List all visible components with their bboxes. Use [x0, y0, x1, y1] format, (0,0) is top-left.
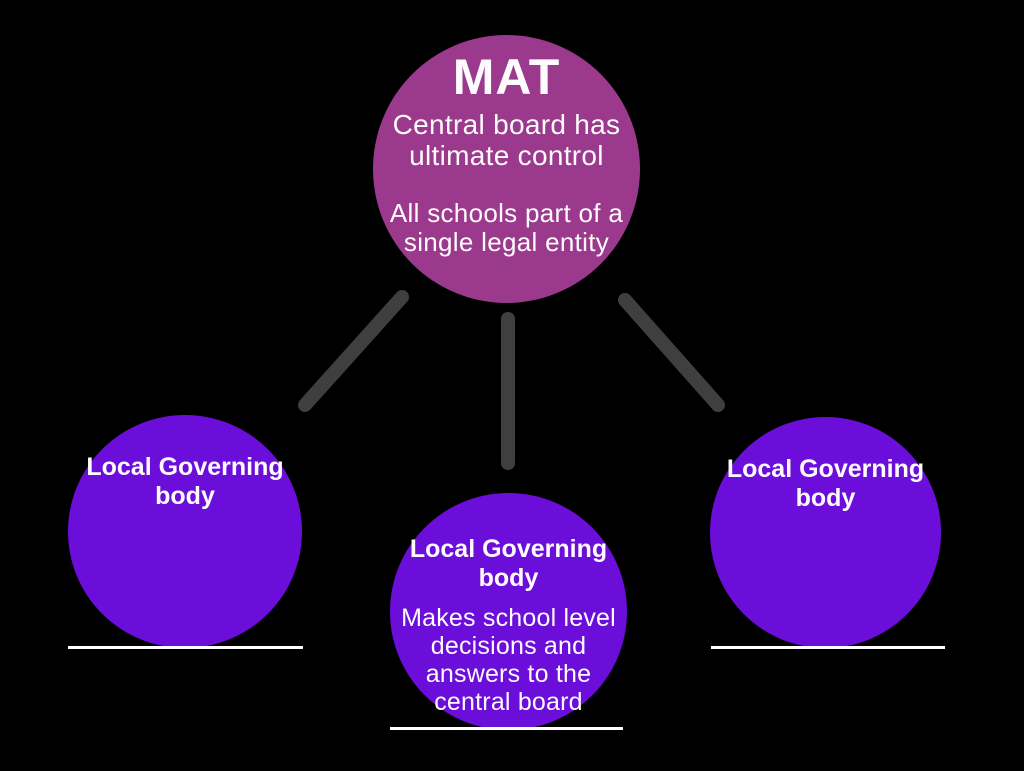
local-governing-body-middle-circle: Local Governing body Makes school level … — [390, 493, 627, 730]
baseline-rule-left — [68, 646, 303, 649]
baseline-rule-middle — [390, 727, 623, 730]
lgb-left-title: Local Governing body — [86, 453, 284, 510]
lgb-middle-title: Local Governing body — [409, 535, 608, 592]
connector-line-right — [618, 293, 725, 412]
lgb-right-title: Local Governing body — [726, 455, 925, 512]
baseline-rule-right — [711, 646, 945, 649]
mat-central-board-circle: MAT Central board has ultimate control A… — [373, 35, 640, 303]
mat-subtitle-entity: All schools part of a single legal entit… — [389, 197, 624, 258]
mat-title: MAT — [452, 49, 561, 105]
local-governing-body-right-circle: Local Governing body — [710, 417, 941, 648]
local-governing-body-left-circle: Local Governing body — [68, 415, 302, 648]
mat-subtitle-control: Central board has ultimate control — [392, 109, 621, 172]
lgb-middle-description: Makes school level decisions and answers… — [401, 604, 616, 716]
connector-line-left — [298, 290, 409, 412]
